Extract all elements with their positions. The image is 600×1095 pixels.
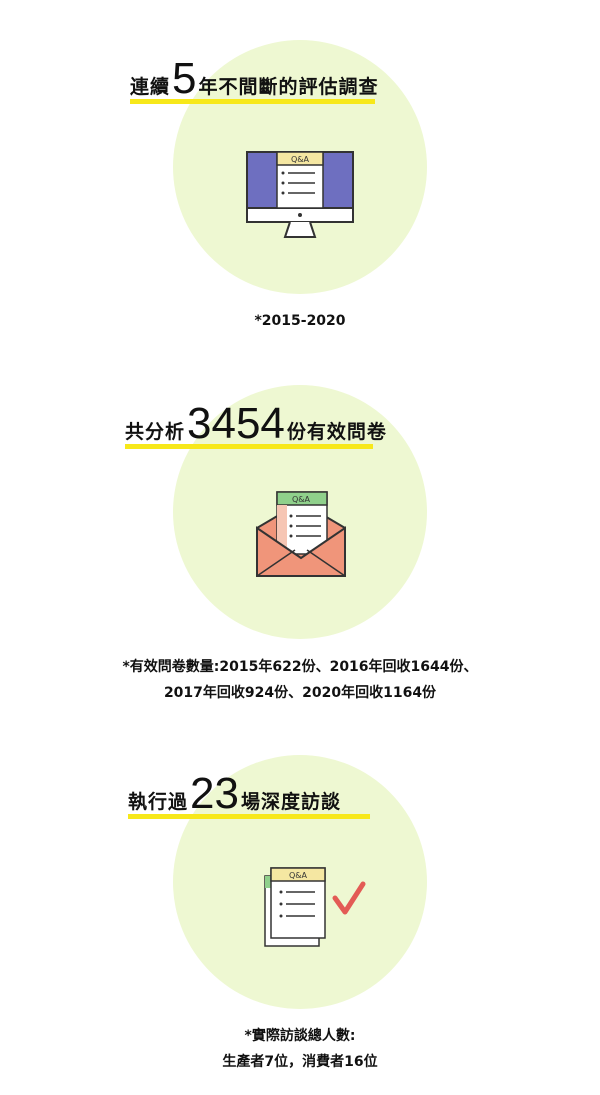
stat-section-questionnaires: 共分析 3454 份有效問卷 Q&A *有效問卷數量:2015年622份、201… [0,385,600,706]
stat-section-survey-years: 連續 5 年不間斷的評估調查 Q&A *2015-2020 [0,0,600,340]
stat-note: *實際訪談總人數: 生產者7位，消費者16位 [0,1023,600,1075]
stat-heading: 連續 5 年不間斷的評估調查 [130,57,379,101]
qa-tag-label: Q&A [291,155,310,164]
heading-number: 3454 [187,399,285,448]
heading-highlight [125,444,373,449]
note-line: *2015-2020 [254,313,346,329]
note-line: 生產者7位，消費者16位 [222,1054,378,1070]
qa-tag-label: Q&A [292,495,311,504]
qa-tag-label: Q&A [289,871,308,880]
stat-heading: 執行過 23 場深度訪談 [128,772,341,816]
note-line: *實際訪談總人數: [244,1028,356,1044]
heading-number: 23 [190,769,239,818]
stat-note: *有效問卷數量:2015年622份、2016年回收1644份、 2017年回收9… [0,654,600,706]
note-line: 2017年回收924份、2020年回收1164份 [163,685,437,701]
monitor-survey-icon: Q&A [246,151,354,238]
heading-prefix: 執行過 [128,791,189,813]
heading-suffix: 場深度訪談 [240,791,341,813]
heading-number: 5 [172,54,197,103]
heading-prefix: 連續 [130,76,171,98]
heading-highlight [130,99,375,104]
heading-prefix: 共分析 [125,421,186,443]
stat-note: *2015-2020 [0,308,600,334]
stat-heading: 共分析 3454 份有效問卷 [125,402,387,446]
envelope-survey-icon: Q&A [256,491,346,577]
checklist-document-icon: Q&A [264,867,366,947]
heading-suffix: 年不間斷的評估調查 [198,76,379,98]
heading-suffix: 份有效問卷 [286,421,387,443]
heading-highlight [128,814,370,819]
note-line: *有效問卷數量:2015年622份、2016年回收1644份、 [122,659,478,675]
check-mark-icon [332,881,366,915]
